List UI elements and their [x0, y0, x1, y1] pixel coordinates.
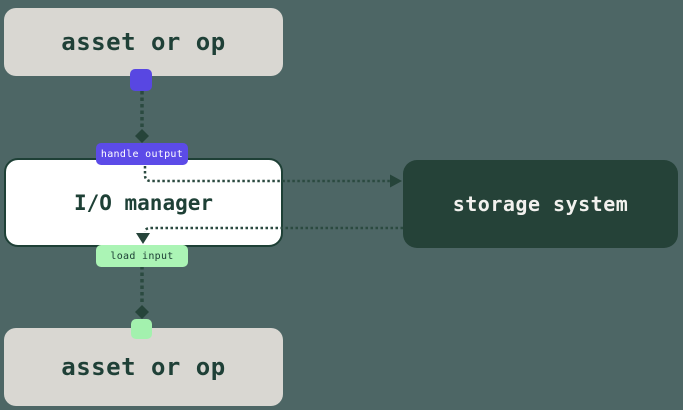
diamond-connector-top-icon: [135, 129, 149, 143]
arrowhead-into-storage-icon: [390, 174, 402, 188]
edge-label-load-input-text: load input: [110, 250, 174, 262]
node-storage-system-label: storage system: [452, 192, 629, 216]
node-asset-or-op-bottom: asset or op: [4, 328, 283, 406]
input-port-square-icon: [131, 319, 152, 339]
node-io-manager: I/O manager: [4, 158, 283, 247]
node-asset-or-op-bottom-label: asset or op: [61, 353, 226, 381]
edge-label-handle-output-text: handle output: [100, 148, 184, 160]
node-asset-or-op-top-label: asset or op: [61, 28, 226, 56]
node-asset-or-op-top: asset or op: [4, 8, 283, 76]
output-port-square-icon: [130, 69, 152, 91]
diamond-connector-bottom-icon: [135, 305, 149, 319]
edge-label-load-input: load input: [96, 245, 188, 267]
node-io-manager-label: I/O manager: [73, 190, 214, 215]
edge-label-handle-output: handle output: [96, 143, 188, 165]
node-storage-system: storage system: [403, 160, 678, 248]
